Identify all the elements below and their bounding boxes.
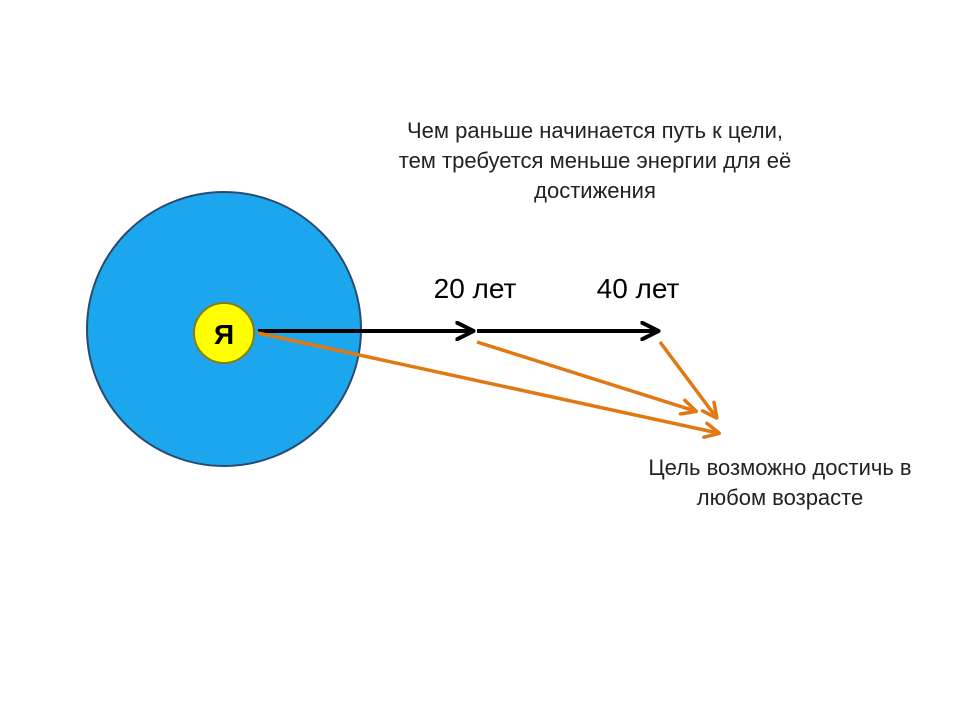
caption-goal-any-age: Цель возможно достичь в любом возрасте	[648, 455, 912, 510]
age-label-20: 20 лет	[433, 273, 517, 304]
age-label-40: 40 лет	[596, 273, 680, 304]
goal-arrow-from-40	[658, 340, 716, 417]
self-circle	[193, 302, 255, 364]
goal-arrow-from-20	[476, 340, 695, 411]
caption-early-start: Чем раньше начинается путь к цели, тем т…	[398, 118, 792, 203]
self-label: Я	[214, 319, 234, 350]
goal-arrow-from-self	[257, 331, 718, 433]
